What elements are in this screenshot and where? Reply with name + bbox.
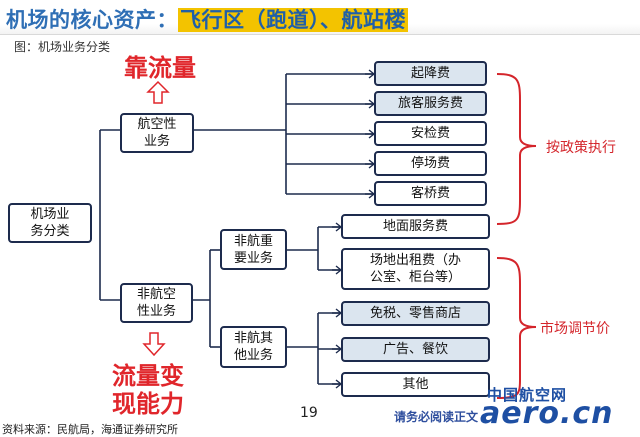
aero-item-security: 安检费 bbox=[374, 121, 487, 146]
source-note: 资料来源：民航局，海通证券研究所 bbox=[2, 423, 178, 436]
aero-item-bridge: 客桥费 bbox=[374, 181, 487, 206]
aero-item-parking: 停场费 bbox=[374, 151, 487, 176]
arrow-head-6 bbox=[332, 222, 343, 232]
market-label: 市场调节价 bbox=[540, 321, 610, 337]
other-item-advertising: 广告、餐饮 bbox=[341, 337, 490, 362]
arrow-head-5 bbox=[365, 189, 376, 199]
arrow-head-2 bbox=[365, 99, 376, 109]
market-brace bbox=[496, 257, 537, 399]
arrow-head-9 bbox=[332, 344, 343, 354]
aero-item-takeoff-landing: 起降费 bbox=[374, 61, 487, 86]
page-title: 机场的核心资产：飞行区（跑道）、航站楼 bbox=[6, 4, 408, 34]
arrow-head-3 bbox=[365, 129, 376, 139]
major-item-rental: 场地出租费（办 公室、柜台等） bbox=[341, 248, 490, 290]
major-item-ground-service: 地面服务费 bbox=[341, 214, 490, 239]
arrow-head-1 bbox=[365, 69, 376, 79]
disclaimer-notice: 请务必阅读正文 bbox=[394, 410, 479, 424]
up-arrow-icon bbox=[146, 80, 170, 104]
other-item-misc: 其他 bbox=[341, 372, 490, 397]
policy-brace bbox=[496, 73, 537, 225]
arrow-head-7 bbox=[332, 265, 343, 275]
figure-caption: 图：机场业务分类 bbox=[14, 40, 111, 54]
watermark-logo: aero.cn bbox=[480, 396, 614, 431]
arrow-head-8 bbox=[332, 308, 343, 318]
arrow-head-4 bbox=[365, 159, 376, 169]
aero-business-node: 航空性 业务 bbox=[120, 113, 194, 153]
title-prefix: 机场的核心资产： bbox=[6, 8, 178, 32]
root-node: 机场业 务分类 bbox=[8, 203, 92, 243]
non-aero-other-node: 非航其 他业务 bbox=[220, 326, 287, 368]
title-highlight: 飞行区（跑道）、航站楼 bbox=[178, 8, 408, 32]
aero-note: 靠流量 bbox=[124, 54, 196, 82]
down-arrow-icon bbox=[142, 332, 166, 357]
non-aero-note: 流量变 现能力 bbox=[112, 362, 184, 418]
policy-label: 按政策执行 bbox=[546, 140, 616, 156]
aero-item-passenger-service: 旅客服务费 bbox=[374, 91, 487, 116]
arrow-head-10 bbox=[332, 379, 343, 389]
page-number: 19 bbox=[300, 405, 318, 421]
non-aero-major-node: 非航重 要业务 bbox=[220, 229, 287, 270]
watermark-cn: 中国航空网 bbox=[487, 386, 568, 404]
non-aero-business-node: 非航空 性业务 bbox=[120, 283, 193, 323]
other-item-duty-free: 免税、零售商店 bbox=[341, 301, 490, 326]
